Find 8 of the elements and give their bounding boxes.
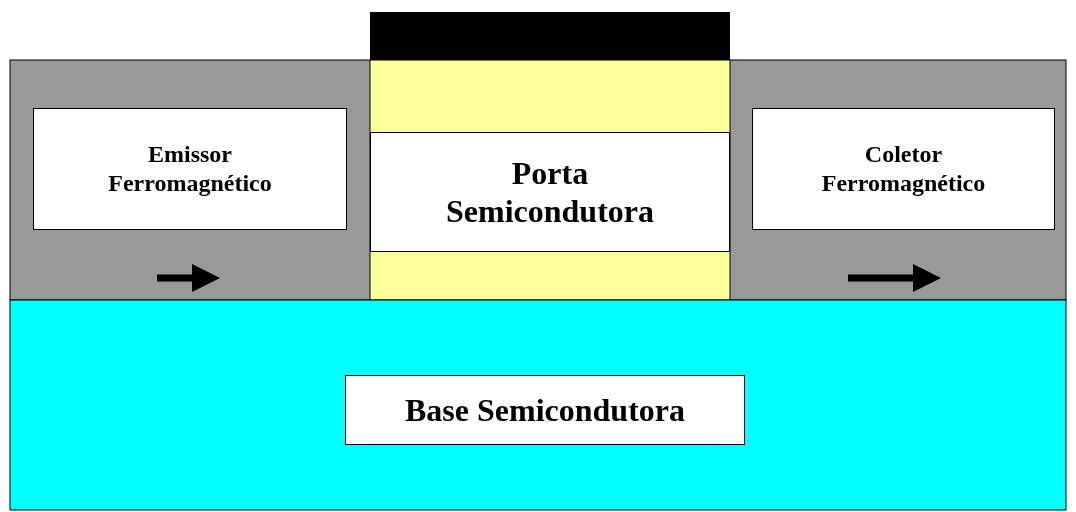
gate-box <box>370 132 730 252</box>
layer-label: Emissor Ferromagnético <box>107 140 273 198</box>
base-box <box>345 375 745 445</box>
emitter-box <box>33 108 347 230</box>
collector-box <box>752 108 1055 230</box>
layer-label: Coletor Ferromagnético <box>820 140 987 198</box>
layer-label: Porta Semicondutora <box>445 153 655 231</box>
layer-label: Base Semicondutora <box>405 390 685 430</box>
